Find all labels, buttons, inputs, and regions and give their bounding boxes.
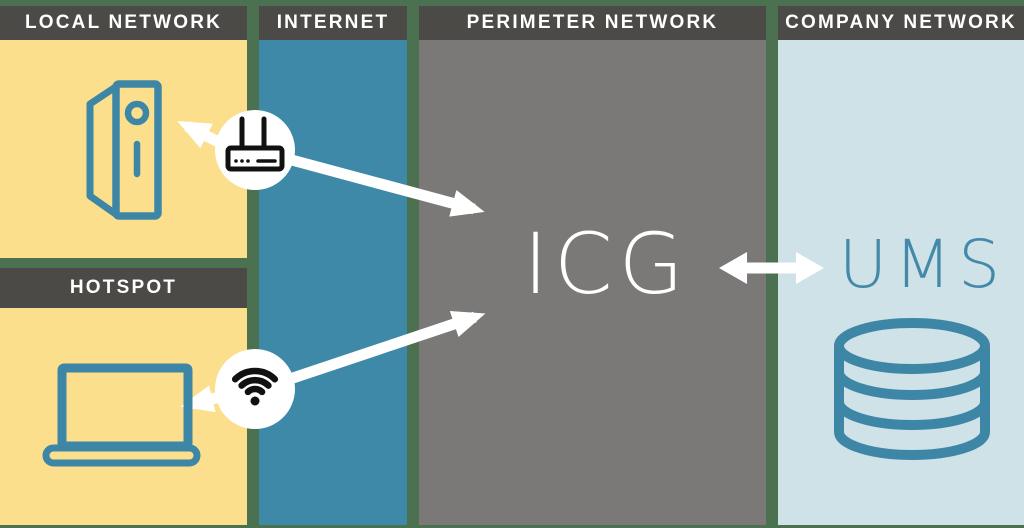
panel-internet <box>259 40 407 525</box>
header-local-network: LOCAL NETWORK <box>0 6 247 40</box>
header-hotspot-label: HOTSPOT <box>69 277 178 298</box>
wifi-icon <box>231 367 279 406</box>
header-internet: INTERNET <box>259 6 407 40</box>
header-company-network: COMPANY NETWORK <box>778 6 1024 40</box>
arrowhead-toward-icg <box>719 252 747 284</box>
header-local-network-label: LOCAL NETWORK <box>24 12 223 33</box>
server-icon <box>86 80 162 220</box>
arrow-router-to-icg <box>286 153 485 217</box>
header-perimeter-network: PERIMETER NETWORK <box>419 6 766 40</box>
panel-perimeter-network <box>419 40 766 525</box>
database-icon <box>834 318 990 460</box>
panel-hotspot <box>0 308 247 525</box>
header-hotspot: HOTSPOT <box>0 268 247 308</box>
header-company-network-label: COMPANY NETWORK <box>785 12 1017 33</box>
arrowhead-toward-ums <box>796 252 824 284</box>
laptop-icon <box>42 363 201 467</box>
arrow-wifi-to-icg <box>288 310 486 385</box>
header-perimeter-network-label: PERIMETER NETWORK <box>466 12 719 33</box>
router-icon <box>225 116 285 172</box>
header-internet-label: INTERNET <box>276 12 390 33</box>
